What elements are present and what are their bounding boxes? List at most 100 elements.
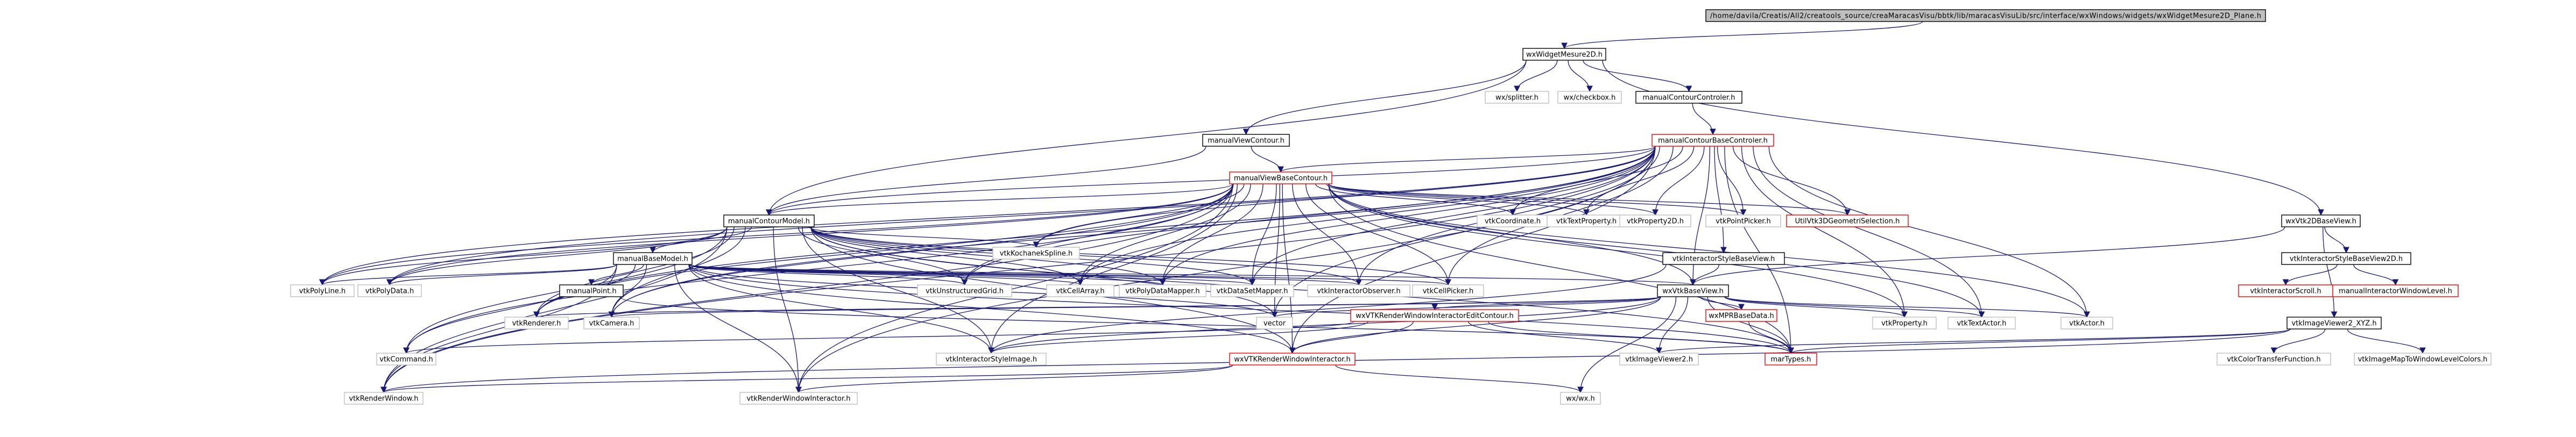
graph-node-wxMPRBaseData[interactable]: wxMPRBaseData.h xyxy=(1705,309,1777,322)
node-box[interactable] xyxy=(2281,252,2411,265)
graph-node-vtkRenderWindow[interactable]: vtkRenderWindow.h xyxy=(344,392,424,405)
node-box[interactable] xyxy=(2354,353,2492,366)
node-box[interactable] xyxy=(2217,353,2331,366)
edge-manualBaseModel-to-vtkCellArray xyxy=(688,264,1083,286)
node-box[interactable] xyxy=(1485,91,1549,104)
graph-node-manualContourControler[interactable]: manualContourControler.h xyxy=(1635,91,1742,104)
node-box[interactable] xyxy=(559,284,624,297)
node-box[interactable] xyxy=(723,214,815,227)
graph-node-vtkProperty[interactable]: vtkProperty.h xyxy=(1872,317,1937,329)
node-box[interactable] xyxy=(376,353,436,366)
node-box[interactable] xyxy=(2060,317,2113,329)
node-box[interactable] xyxy=(1705,9,2266,22)
graph-node-vtkInteractorStyleBaseView[interactable]: vtkInteractorStyleBaseView.h xyxy=(1662,252,1785,265)
graph-node-vtkUnstructuredGrid[interactable]: vtkUnstructuredGrid.h xyxy=(917,284,1012,297)
node-box[interactable] xyxy=(1557,91,1622,104)
node-box[interactable] xyxy=(1350,309,1519,322)
node-box[interactable] xyxy=(344,392,424,405)
graph-node-vtkKochanekSpline[interactable]: vtkKochanekSpline.h xyxy=(992,247,1080,260)
node-box[interactable] xyxy=(1705,309,1777,322)
graph-node-vtkInteractorStyleBaseView2D[interactable]: vtkInteractorStyleBaseView2D.h xyxy=(2281,252,2411,265)
graph-node-vtkImageMapToWindowLevelColors[interactable]: vtkImageMapToWindowLevelColors.h xyxy=(2354,353,2492,366)
graph-node-vtkPolyLine[interactable]: vtkPolyLine.h xyxy=(290,284,355,297)
graph-node-UtilVtk3DGeometriSelection[interactable]: UtilVtk3DGeometriSelection.h xyxy=(1786,214,1909,227)
node-box[interactable] xyxy=(936,353,1047,366)
node-box[interactable] xyxy=(1412,284,1484,297)
node-box[interactable] xyxy=(2281,214,2361,227)
graph-node-vtkActor[interactable]: vtkActor.h xyxy=(2060,317,2113,329)
graph-node-root[interactable]: /home/davila/Creatis/All2/creatools_sour… xyxy=(1705,9,2266,22)
node-box[interactable] xyxy=(1657,284,1729,297)
node-box[interactable] xyxy=(1619,353,1699,366)
node-box[interactable] xyxy=(992,247,1080,260)
graph-node-vtkImageViewer2_XYZ[interactable]: vtkImageViewer2_XYZ.h xyxy=(2286,317,2382,329)
node-box[interactable] xyxy=(1705,214,1781,227)
graph-node-wxSplitter[interactable]: wx/splitter.h xyxy=(1485,91,1549,104)
graph-node-manualViewBaseContour[interactable]: manualViewBaseContour.h xyxy=(1229,171,1332,184)
graph-node-vtkImageViewer2[interactable]: vtkImageViewer2.h xyxy=(1619,353,1699,366)
graph-node-vtkTextProperty[interactable]: vtkTextProperty.h xyxy=(1547,214,1626,227)
graph-node-wxWx[interactable]: wx/wx.h xyxy=(1560,392,1601,405)
graph-node-wxVtk2DBaseView[interactable]: wxVtk2DBaseView.h xyxy=(2281,214,2361,227)
graph-node-wxVTKRenderWindowInteractor[interactable]: wxVTKRenderWindowInteractor.h xyxy=(1229,353,1356,366)
node-box[interactable] xyxy=(1619,214,1691,227)
graph-node-vtkProperty2D[interactable]: vtkProperty2D.h xyxy=(1619,214,1691,227)
graph-node-manualBaseModel[interactable]: manualBaseModel.h xyxy=(613,252,693,265)
graph-node-vtkInteractorObserver[interactable]: vtkInteractorObserver.h xyxy=(1307,284,1410,297)
node-box[interactable] xyxy=(1635,91,1742,104)
graph-node-vtkRenderer[interactable]: vtkRenderer.h xyxy=(504,317,569,329)
graph-node-vtkTextActor[interactable]: vtkTextActor.h xyxy=(1947,317,2016,329)
graph-node-vtkPointPicker[interactable]: vtkPointPicker.h xyxy=(1705,214,1781,227)
node-box[interactable] xyxy=(1765,353,1817,366)
edge-manualContourBaseControler-to-vtkProperty2D xyxy=(1652,146,1705,216)
graph-node-vtkPolyDataMapper[interactable]: vtkPolyDataMapper.h xyxy=(1119,284,1206,297)
graph-node-vtkCommand[interactable]: vtkCommand.h xyxy=(376,353,436,366)
node-box[interactable] xyxy=(1119,284,1206,297)
graph-node-manualViewContour[interactable]: manualViewContour.h xyxy=(1202,134,1290,147)
graph-node-vector[interactable]: vector xyxy=(1256,317,1293,329)
node-box[interactable] xyxy=(1210,284,1294,297)
graph-node-manualContourBaseControler[interactable]: manualContourBaseControler.h xyxy=(1652,134,1774,147)
node-box[interactable] xyxy=(1307,284,1410,297)
node-box[interactable] xyxy=(1872,317,1937,329)
graph-node-vtkRenderWindowInteractor[interactable]: vtkRenderWindowInteractor.h xyxy=(739,392,858,405)
node-box[interactable] xyxy=(1229,171,1332,184)
node-box[interactable] xyxy=(613,252,693,265)
node-box[interactable] xyxy=(583,317,640,329)
node-box[interactable] xyxy=(1652,134,1774,147)
graph-node-vtkCamera[interactable]: vtkCamera.h xyxy=(583,317,640,329)
node-box[interactable] xyxy=(1522,48,1606,61)
node-box[interactable] xyxy=(1202,134,1290,147)
node-box[interactable] xyxy=(290,284,355,297)
node-box[interactable] xyxy=(1229,353,1356,366)
node-box[interactable] xyxy=(1256,317,1293,329)
graph-node-vtkCoordinate[interactable]: vtkCoordinate.h xyxy=(1477,214,1549,227)
graph-node-wxVTKRenderWindowInteractorEditContour[interactable]: wxVTKRenderWindowInteractorEditContour.h xyxy=(1350,309,1519,322)
node-box[interactable] xyxy=(1662,252,1785,265)
node-box[interactable] xyxy=(2286,317,2382,329)
node-box[interactable] xyxy=(504,317,569,329)
edge-manualViewBaseContour-to-vtkTextActor xyxy=(1328,183,1985,318)
graph-node-vtkCellPicker[interactable]: vtkCellPicker.h xyxy=(1412,284,1484,297)
graph-node-manualInteractorWindowLevel[interactable]: manualInteractorWindowLevel.h xyxy=(2332,284,2459,297)
graph-node-vtkInteractorStyleImage[interactable]: vtkInteractorStyleImage.h xyxy=(936,353,1047,366)
graph-node-vtkDataSetMapper[interactable]: vtkDataSetMapper.h xyxy=(1210,284,1294,297)
graph-node-wxWidgetMesure2D[interactable]: wxWidgetMesure2D.h xyxy=(1522,48,1606,61)
node-box[interactable] xyxy=(357,284,422,297)
node-box[interactable] xyxy=(739,392,858,405)
graph-node-manualPoint[interactable]: manualPoint.h xyxy=(559,284,624,297)
graph-node-vtkCellArray[interactable]: vtkCellArray.h xyxy=(1046,284,1114,297)
graph-node-vtkPolyData[interactable]: vtkPolyData.h xyxy=(357,284,422,297)
node-box[interactable] xyxy=(1046,284,1114,297)
node-box[interactable] xyxy=(1947,317,2016,329)
graph-node-vtkColorTransferFunction[interactable]: vtkColorTransferFunction.h xyxy=(2217,353,2331,366)
node-box[interactable] xyxy=(1786,214,1909,227)
graph-node-marTypes[interactable]: marTypes.h xyxy=(1765,353,1817,366)
node-box[interactable] xyxy=(1560,392,1601,405)
node-box[interactable] xyxy=(2332,284,2459,297)
graph-node-wxVtkBaseView[interactable]: wxVtkBaseView.h xyxy=(1657,284,1729,297)
graph-node-manualContourModel[interactable]: manualContourModel.h xyxy=(723,214,815,227)
graph-node-vtkInteractorScroll[interactable]: vtkInteractorScroll.h xyxy=(2238,284,2333,297)
graph-node-wxCheckbox[interactable]: wx/checkbox.h xyxy=(1557,91,1622,104)
node-box[interactable] xyxy=(917,284,1012,297)
